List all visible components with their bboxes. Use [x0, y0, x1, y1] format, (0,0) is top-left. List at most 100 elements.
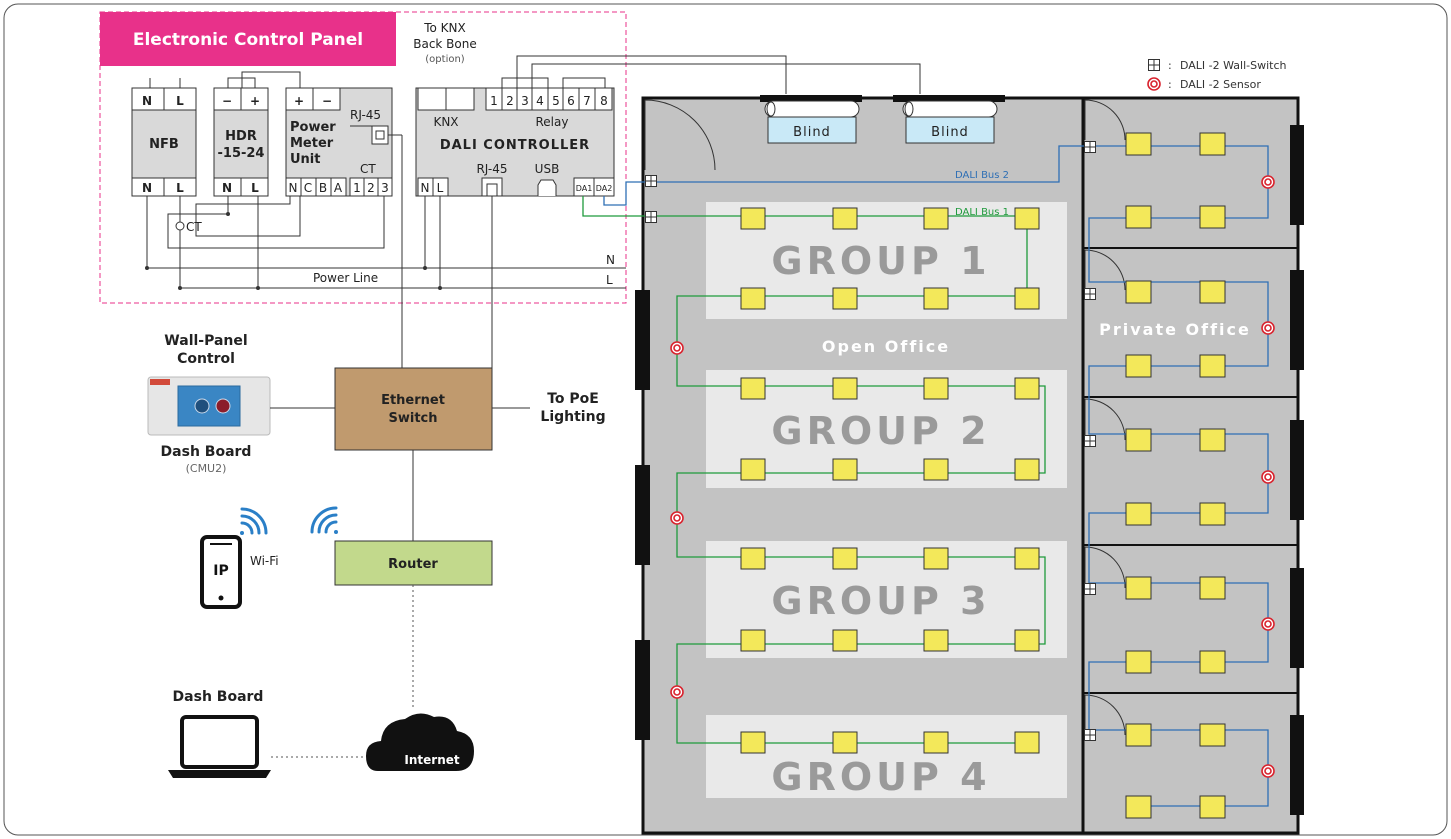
svg-text:KNX: KNX: [433, 115, 458, 129]
light-fixture[interactable]: [832, 731, 858, 754]
light-fixture[interactable]: [1199, 354, 1226, 378]
hdr-label: HDR: [225, 129, 257, 144]
light-fixture[interactable]: [832, 547, 858, 570]
wall-panel-label-line1: Wall-Panel: [164, 333, 247, 349]
router[interactable]: [334, 540, 493, 586]
internet-cloud-icon: Internet: [366, 713, 474, 771]
wall-panel-button-blue[interactable]: [194, 398, 210, 414]
group-1-label: GROUP 1: [771, 239, 990, 283]
svg-text:IP: IP: [213, 563, 228, 579]
light-fixture[interactable]: [923, 458, 949, 481]
light-fixture[interactable]: [740, 629, 766, 652]
dali-bus-2-label: DALI Bus 2: [955, 170, 1009, 181]
light-fixture[interactable]: [1199, 280, 1226, 304]
light-fixture[interactable]: [1014, 458, 1040, 481]
svg-text:+: +: [250, 94, 260, 108]
light-fixture[interactable]: [1125, 795, 1152, 819]
legend-sensor-icon: [1147, 77, 1161, 91]
light-fixture[interactable]: [1199, 795, 1226, 819]
group-3-label: GROUP 3: [771, 579, 990, 623]
svg-text:N: N: [222, 181, 232, 195]
svg-text:Unit: Unit: [290, 152, 320, 167]
light-fixture[interactable]: [1199, 428, 1226, 452]
svg-text:N: N: [289, 181, 298, 195]
line-n-label: N: [606, 253, 615, 267]
wall-switch-icon[interactable]: [1084, 288, 1096, 300]
light-fixture[interactable]: [1199, 576, 1226, 600]
light-fixture[interactable]: [1125, 132, 1152, 156]
svg-text:Switch: Switch: [388, 411, 437, 426]
wall-panel-device[interactable]: [147, 376, 271, 436]
light-fixture[interactable]: [1014, 731, 1040, 754]
light-fixture[interactable]: [923, 547, 949, 570]
laptop-icon: [168, 715, 271, 778]
wall-switch-icon[interactable]: [1084, 435, 1096, 447]
light-fixture[interactable]: [923, 629, 949, 652]
panel-dashed-border: [99, 11, 627, 304]
light-fixture[interactable]: [832, 287, 858, 310]
light-fixture[interactable]: [923, 287, 949, 310]
light-fixture[interactable]: [923, 207, 949, 230]
blind-2[interactable]: Blind: [902, 100, 998, 144]
light-fixture[interactable]: [1199, 650, 1226, 674]
light-fixture[interactable]: [1014, 377, 1040, 400]
svg-text:CT: CT: [360, 162, 376, 176]
light-fixture[interactable]: [832, 629, 858, 652]
light-fixture[interactable]: [1125, 502, 1152, 526]
power-line-label: Power Line: [313, 271, 378, 285]
wall-panel-button-red[interactable]: [215, 398, 231, 414]
light-fixture[interactable]: [740, 377, 766, 400]
wall-switch-icon[interactable]: [1084, 141, 1096, 153]
svg-text:2: 2: [367, 181, 375, 195]
svg-text:DALI -2 Wall-Switch: DALI -2 Wall-Switch: [1180, 59, 1287, 72]
light-fixture[interactable]: [1199, 502, 1226, 526]
svg-text:Blind: Blind: [793, 125, 831, 140]
light-fixture[interactable]: [1125, 723, 1152, 747]
light-fixture[interactable]: [832, 458, 858, 481]
light-fixture[interactable]: [832, 207, 858, 230]
svg-text:L: L: [437, 181, 444, 195]
wall-switch-icon[interactable]: [1084, 729, 1096, 741]
light-fixture[interactable]: [1014, 629, 1040, 652]
svg-text:N: N: [421, 181, 430, 195]
panel-title: Electronic Control Panel: [133, 30, 363, 50]
light-fixture[interactable]: [1199, 723, 1226, 747]
light-fixture[interactable]: [1125, 650, 1152, 674]
light-fixture[interactable]: [740, 287, 766, 310]
light-fixture[interactable]: [1199, 205, 1226, 229]
svg-text:L: L: [176, 181, 184, 195]
svg-text:7: 7: [583, 94, 591, 108]
group-2-label: GROUP 2: [771, 409, 990, 453]
sensor-icon: [1261, 764, 1275, 778]
dash-board-2-label: Dash Board: [173, 689, 264, 705]
light-fixture[interactable]: [740, 731, 766, 754]
light-fixture[interactable]: [740, 547, 766, 570]
ethernet-switch[interactable]: [334, 367, 493, 451]
open-office-label: Open Office: [822, 337, 950, 356]
light-fixture[interactable]: [1014, 207, 1040, 230]
light-fixture[interactable]: [1125, 576, 1152, 600]
light-fixture[interactable]: [1125, 354, 1152, 378]
light-fixture[interactable]: [1014, 547, 1040, 570]
wifi-label: Wi-Fi: [250, 554, 279, 568]
blind-1[interactable]: Blind: [764, 100, 860, 144]
light-fixture[interactable]: [1125, 205, 1152, 229]
light-fixture[interactable]: [740, 458, 766, 481]
svg-text:8: 8: [600, 94, 608, 108]
knx-label-line3: (option): [425, 54, 465, 65]
light-fixture[interactable]: [1199, 132, 1226, 156]
light-fixture[interactable]: [1125, 428, 1152, 452]
wall-switch-icon[interactable]: [645, 175, 657, 187]
light-fixture[interactable]: [1014, 287, 1040, 310]
svg-text:USB: USB: [535, 162, 560, 176]
light-fixture[interactable]: [740, 207, 766, 230]
light-fixture[interactable]: [832, 377, 858, 400]
wall-switch-icon[interactable]: [1084, 583, 1096, 595]
light-fixture[interactable]: [923, 731, 949, 754]
power-meter-unit: + − Power Meter Unit RJ-45 CT N C B A 1 …: [285, 87, 393, 197]
wall-switch-icon[interactable]: [645, 211, 657, 223]
ip-phone-icon: IP: [200, 535, 242, 609]
light-fixture[interactable]: [923, 377, 949, 400]
light-fixture[interactable]: [1125, 280, 1152, 304]
svg-text:-15-24: -15-24: [218, 146, 265, 161]
